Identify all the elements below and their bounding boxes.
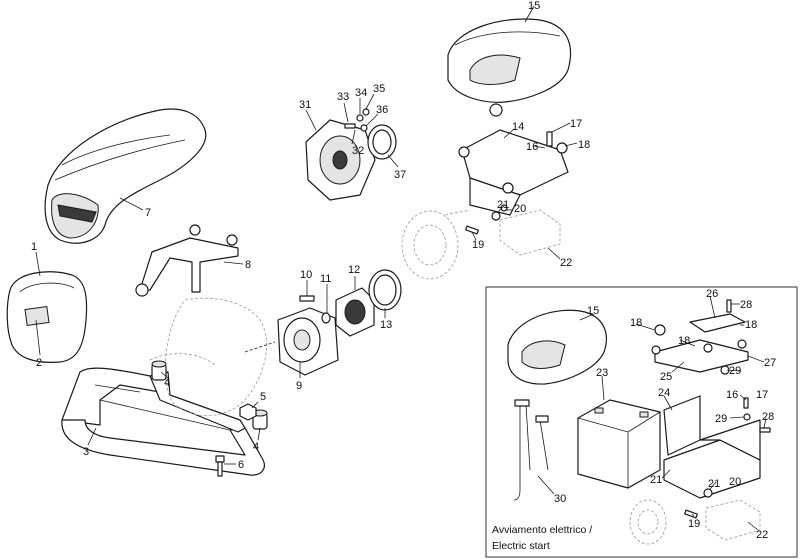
part-17-bolt <box>546 131 553 147</box>
callout-3: 3 <box>83 446 89 458</box>
callout-8: 8 <box>245 259 251 271</box>
inset-callout-20: 20 <box>729 476 741 488</box>
callout-labels: 1 2 3 4 4 5 6 7 8 9 10 11 12 13 31 32 33… <box>31 0 590 471</box>
leader-lines <box>35 5 578 465</box>
inset-callout-28b: 28 <box>762 411 774 423</box>
part-11-washer <box>321 312 331 324</box>
inset-callout-29b: 29 <box>715 413 727 425</box>
part-1-side-shield <box>6 271 88 363</box>
callout-36: 36 <box>376 104 388 116</box>
inset-callout-19: 19 <box>688 518 700 530</box>
callout-12: 12 <box>348 264 360 276</box>
callout-5: 5 <box>260 391 266 403</box>
part-6-bolt <box>215 455 225 477</box>
inset-callout-25: 25 <box>660 371 672 383</box>
inset-callout-21a: 21 <box>650 474 662 486</box>
callout-4b: 4 <box>253 441 259 453</box>
callout-11: 11 <box>320 273 331 285</box>
callout-17: 17 <box>570 118 582 130</box>
callout-20: 20 <box>514 203 526 215</box>
callout-32: 32 <box>352 145 364 157</box>
callout-13: 13 <box>380 319 392 331</box>
inset-callout-26: 26 <box>706 288 718 300</box>
callout-21: 21 <box>497 199 509 211</box>
inset-callout-15: 15 <box>587 305 599 317</box>
part-12-rotor <box>335 287 375 337</box>
part-31-housing <box>305 119 376 201</box>
callout-22: 22 <box>560 257 572 269</box>
inset-callout-28a: 28 <box>740 299 752 311</box>
callout-7: 7 <box>145 207 151 219</box>
inset-callout-22: 22 <box>756 529 768 541</box>
inset-callout-18a: 18 <box>630 317 642 329</box>
inset-caption-line1: Avviamento elettrico / <box>492 524 592 536</box>
callout-33: 33 <box>337 91 349 103</box>
callout-9: 9 <box>296 380 302 392</box>
flywheel-housing-ghost <box>401 209 471 280</box>
part-20-21-nuts <box>491 204 508 221</box>
part-7-top-cover <box>44 108 207 244</box>
inset-callout-23: 23 <box>596 367 608 379</box>
callout-2: 2 <box>36 357 42 369</box>
callout-18: 18 <box>578 139 590 151</box>
part-10-bolt <box>299 295 315 302</box>
part-4-mount-a <box>151 360 167 381</box>
part-22-base-ghost <box>499 209 561 256</box>
inset-callout-21b: 21 <box>708 478 720 490</box>
inset-callout-17: 17 <box>756 389 768 401</box>
part-13-ring <box>368 269 402 311</box>
callout-16: 16 <box>526 141 538 153</box>
callout-10: 10 <box>300 269 312 281</box>
callout-35: 35 <box>373 83 385 95</box>
inset-callout-29a: 29 <box>729 365 741 377</box>
part-8-bracket <box>135 224 239 297</box>
callout-37: 37 <box>394 169 406 181</box>
part-14-bracket-plate <box>458 103 569 216</box>
inset-callout-27: 27 <box>764 357 776 369</box>
callout-31: 31 <box>299 99 311 111</box>
callout-34: 34 <box>355 87 367 99</box>
part-3-frame <box>61 367 265 476</box>
callout-19: 19 <box>472 239 484 251</box>
inset-callout-30: 30 <box>554 493 566 505</box>
inset-callout-16: 16 <box>726 389 738 401</box>
inset-caption-line2: Electric start <box>492 540 550 552</box>
inset-callout-18c: 18 <box>678 335 690 347</box>
part-37-seal <box>367 124 397 160</box>
part-15-cover <box>447 18 572 103</box>
part-19-pin <box>465 225 479 235</box>
inset-callout-24: 24 <box>658 387 670 399</box>
callout-14: 14 <box>512 121 524 133</box>
callout-6: 6 <box>238 459 244 471</box>
inset-frame <box>485 286 798 558</box>
inset-callout-18b: 18 <box>745 319 757 331</box>
callout-15: 15 <box>528 0 540 12</box>
callout-4a: 4 <box>164 377 170 389</box>
callout-1: 1 <box>31 241 37 253</box>
electric-start-inset: 15 18 26 28 18 18 27 29 25 23 24 16 17 2… <box>485 286 798 558</box>
part-9-flange <box>244 307 339 376</box>
